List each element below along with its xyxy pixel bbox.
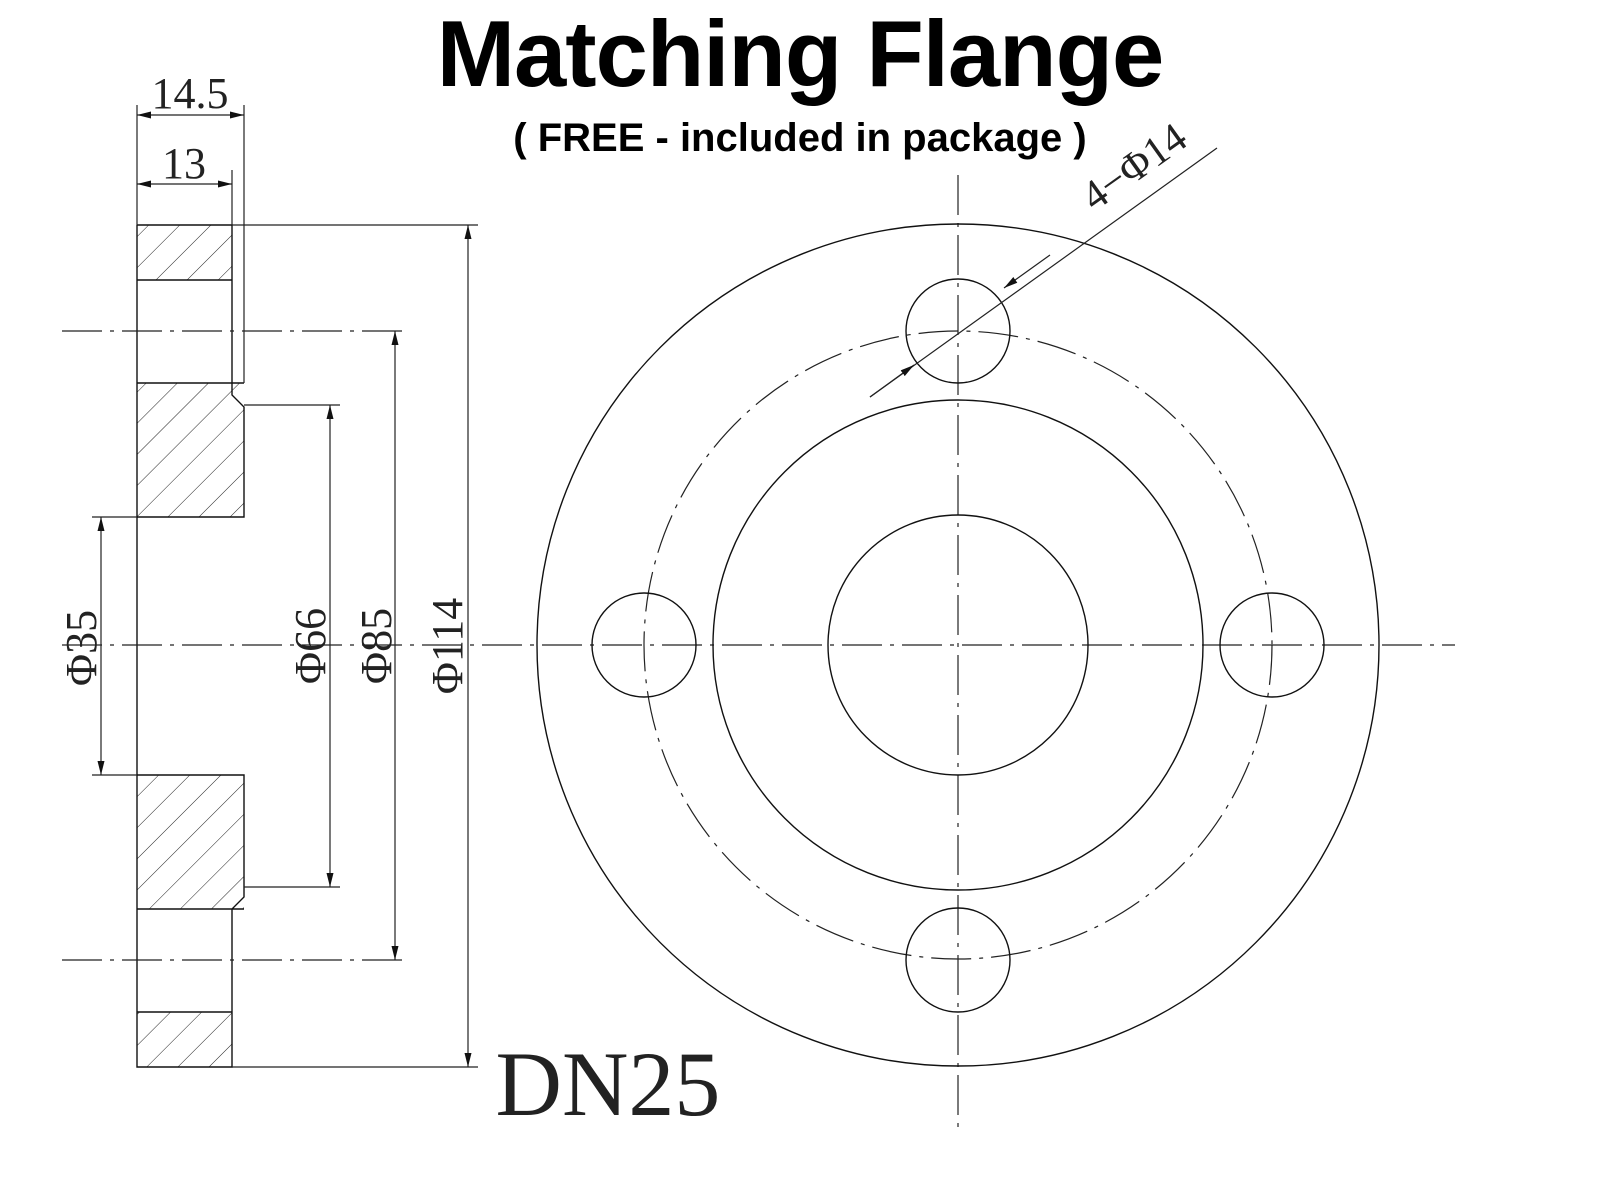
bolt-hole-arrow-lower: [869, 364, 915, 398]
bolt-hole-right: [1219, 592, 1325, 698]
bolt-circle: [643, 330, 1273, 960]
page-subtitle: ( FREE - included in package ): [513, 116, 1087, 160]
dim-bolt-circle-diameter: Φ85: [352, 608, 401, 684]
outer-circle: [536, 223, 1380, 1067]
page-title: Matching Flange: [436, 1, 1165, 106]
hatch-bottom: [137, 1012, 232, 1067]
bolt-hole-top: [905, 278, 1011, 384]
bolt-hole-bottom: [905, 907, 1011, 1013]
section-outline: [136, 224, 245, 1068]
dim-outer-diameter: Φ114: [423, 598, 472, 695]
dim-bolt-holes: 4−Φ14: [1073, 115, 1195, 221]
hatch-upper: [137, 383, 244, 517]
hatch-top: [137, 225, 232, 280]
bore-circle: [827, 514, 1089, 776]
section-view: 14.5 13 Φ35 Φ66 Φ85 Φ114: [57, 69, 1455, 1068]
bolt-hole-left: [591, 592, 697, 698]
bolt-hole-arrow-upper: [1003, 254, 1051, 289]
hatch-lower: [137, 775, 244, 909]
raised-face-circle: [712, 399, 1204, 891]
front-view: 4−Φ14 DN25: [496, 115, 1380, 1135]
dim-bore-diameter: Φ35: [57, 610, 106, 686]
dim-flange-thickness: 13: [162, 139, 206, 188]
bolt-hole-leader: [869, 147, 1218, 398]
size-label: DN25: [496, 1033, 721, 1135]
dim-overall-thickness: 14.5: [152, 69, 229, 118]
dim-raised-face-diameter: Φ66: [286, 608, 335, 684]
